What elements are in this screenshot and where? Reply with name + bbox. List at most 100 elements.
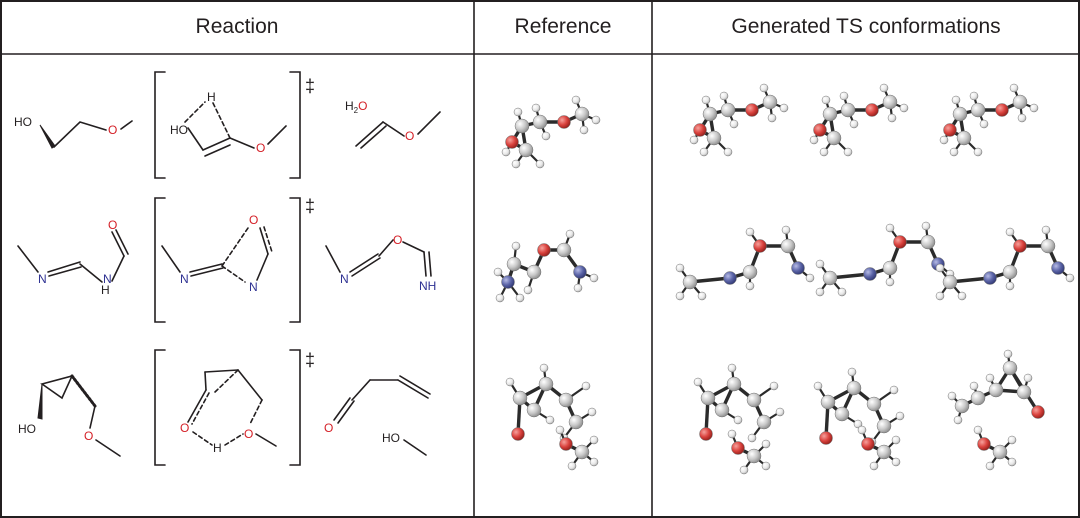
oxygen-atom	[699, 427, 713, 441]
hydrogen-atom	[813, 381, 823, 391]
gen2-row2-molecule	[815, 221, 955, 297]
nitrogen-atom	[983, 271, 997, 285]
row3-reactant	[37, 374, 121, 457]
hydrogen-atom	[567, 461, 577, 471]
ts-conformation-renders	[493, 83, 1075, 475]
carbon-atom	[556, 242, 572, 258]
carbon-atom	[720, 102, 736, 118]
hydrogen-atom	[1009, 83, 1019, 93]
gen2-row1-molecule	[809, 83, 909, 157]
hydrogen-atom	[781, 225, 791, 235]
label-o: O	[244, 427, 253, 441]
hydrogen-atom	[899, 103, 909, 113]
oxygen-atom	[977, 437, 991, 451]
label-n: N	[340, 272, 349, 286]
hydrogen-atom	[879, 83, 889, 93]
oxygen-atom	[813, 123, 827, 137]
oxygen-atom	[559, 437, 573, 451]
carbon-atom	[920, 234, 936, 250]
carbon-atom	[742, 264, 758, 280]
hydrogen-atom	[493, 267, 503, 277]
label-n: N	[38, 272, 47, 286]
carbon-atom	[532, 114, 548, 130]
row2-reactant	[17, 229, 129, 283]
hydrogen-atom	[761, 439, 771, 449]
label-nh: NH	[419, 279, 436, 293]
ref-row2-molecule	[493, 229, 599, 303]
label-o: O	[108, 123, 117, 137]
hydrogen-atom	[739, 465, 749, 475]
ts-dagger-row2: ‡	[305, 196, 315, 216]
hydrogen-atom	[555, 425, 565, 435]
label-n: N	[103, 272, 112, 286]
nitrogen-atom	[723, 271, 737, 285]
nitrogen-atom	[501, 275, 515, 289]
label-o: O	[84, 429, 93, 443]
nitrogen-atom	[1051, 261, 1065, 275]
carbon-atom	[514, 118, 530, 134]
hydrogen-atom	[587, 407, 597, 417]
reaction-schemes: HO O H HO O H2O O N H N O N O N N O NH H…	[14, 71, 441, 466]
carbon-atom	[1040, 238, 1056, 254]
carbon-atom	[840, 102, 856, 118]
hydrogen-atom	[579, 125, 589, 135]
hydrogen-atom	[761, 461, 771, 471]
carbon-atom	[1002, 264, 1018, 280]
oxygen-atom	[1013, 239, 1027, 253]
hydrogen-atom	[951, 95, 961, 105]
nitrogen-atom	[791, 261, 805, 275]
label-h: H	[213, 441, 222, 455]
hydrogen-atom	[523, 285, 533, 295]
oxygen-atom	[865, 103, 879, 117]
hydrogen-atom	[727, 429, 737, 439]
hydrogen-atom	[733, 415, 743, 425]
hydrogen-atom	[1065, 273, 1075, 283]
hydrogen-atom	[857, 425, 867, 435]
gen3-row3-methanol	[973, 425, 1017, 471]
carbon-atom	[834, 406, 850, 422]
hydrogen-atom	[729, 119, 739, 129]
hydrogen-atom	[697, 291, 707, 301]
hydrogen-atom	[775, 407, 785, 417]
hydrogen-atom	[969, 381, 979, 391]
carbon-atom	[970, 390, 986, 406]
row2-transition-state	[154, 197, 301, 323]
hydrogen-atom	[885, 223, 895, 233]
hydrogen-atom	[723, 147, 733, 157]
hydrogen-atom	[1005, 227, 1015, 237]
hydrogen-atom	[535, 159, 545, 169]
ts-dagger-row3: ‡	[305, 350, 315, 370]
row2-product	[325, 239, 432, 277]
hydrogen-atom	[545, 415, 555, 425]
carbon-atom	[882, 260, 898, 276]
hydrogen-atom	[701, 95, 711, 105]
nitrogen-atom	[573, 265, 587, 279]
hydrogen-atom	[895, 411, 905, 421]
label-n: N	[249, 280, 258, 294]
hydrogen-atom	[935, 263, 945, 273]
hydrogen-atom	[1005, 281, 1015, 291]
hydrogen-atom	[891, 435, 901, 445]
hydrogen-atom	[675, 263, 685, 273]
carbon-atom	[1012, 94, 1028, 110]
carbon-atom	[574, 106, 590, 122]
oxygen-atom	[731, 441, 745, 455]
hydrogen-atom	[779, 103, 789, 113]
row1-transition-state	[154, 71, 301, 179]
carbon-atom	[506, 256, 522, 272]
hydrogen-atom	[979, 119, 989, 129]
hydrogen-atom	[1003, 349, 1013, 359]
hydrogen-atom	[869, 461, 879, 471]
carbon-atom	[882, 94, 898, 110]
hydrogen-atom	[693, 377, 703, 387]
hydrogen-atom	[565, 229, 575, 239]
hydrogen-atom	[675, 291, 685, 301]
hydrogen-atom	[947, 391, 957, 401]
carbon-atom	[512, 390, 528, 406]
gen3-row2-molecule	[935, 225, 1075, 301]
hydrogen-atom	[969, 91, 979, 101]
label-o: O	[249, 213, 258, 227]
hydrogen-atom	[815, 287, 825, 297]
carbon-atom	[822, 106, 838, 122]
